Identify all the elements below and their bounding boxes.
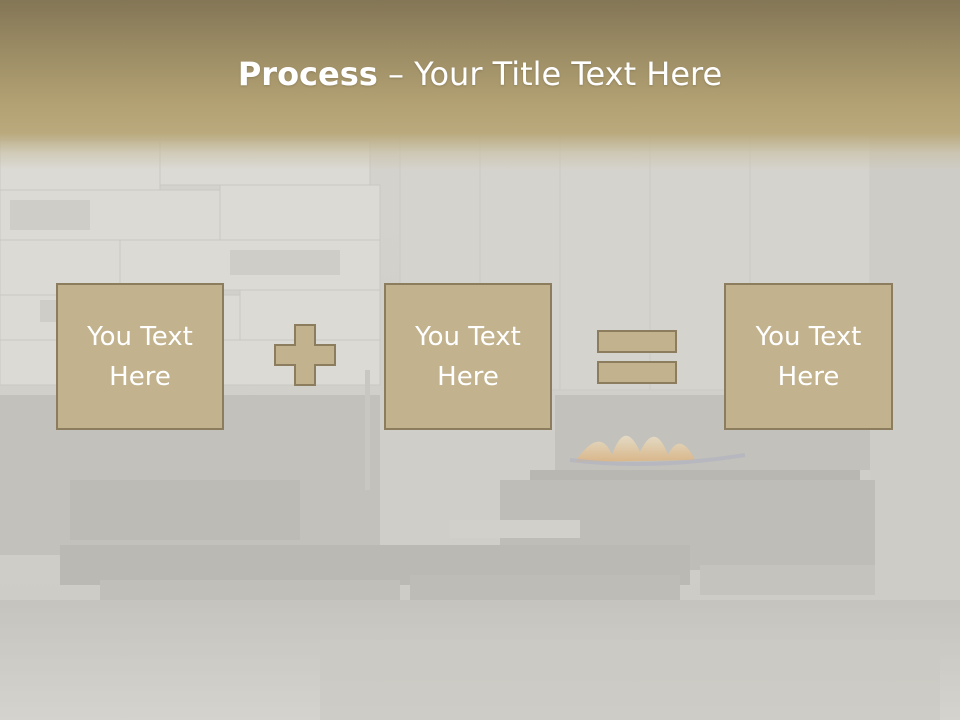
process-box-1: You Text Here — [56, 283, 224, 430]
process-box-1-line1: You Text — [87, 321, 193, 352]
process-box-3-line1: You Text — [755, 321, 862, 352]
process-box-3: You Text Here — [724, 283, 893, 430]
header-band — [0, 0, 960, 170]
process-box-2-line2: Here — [437, 361, 499, 392]
process-box-2: You Text Here — [384, 283, 552, 430]
process-box-3-line2: Here — [777, 361, 840, 392]
equals-icon — [597, 330, 677, 384]
slide-title: Process – Your Title Text Here — [0, 52, 960, 96]
plus-icon — [274, 324, 336, 386]
process-box-2-line1: You Text — [415, 321, 521, 352]
title-bold: Process — [237, 55, 378, 93]
process-box-1-line2: Here — [109, 361, 171, 392]
title-rest: – Your Title Text Here — [377, 55, 723, 93]
